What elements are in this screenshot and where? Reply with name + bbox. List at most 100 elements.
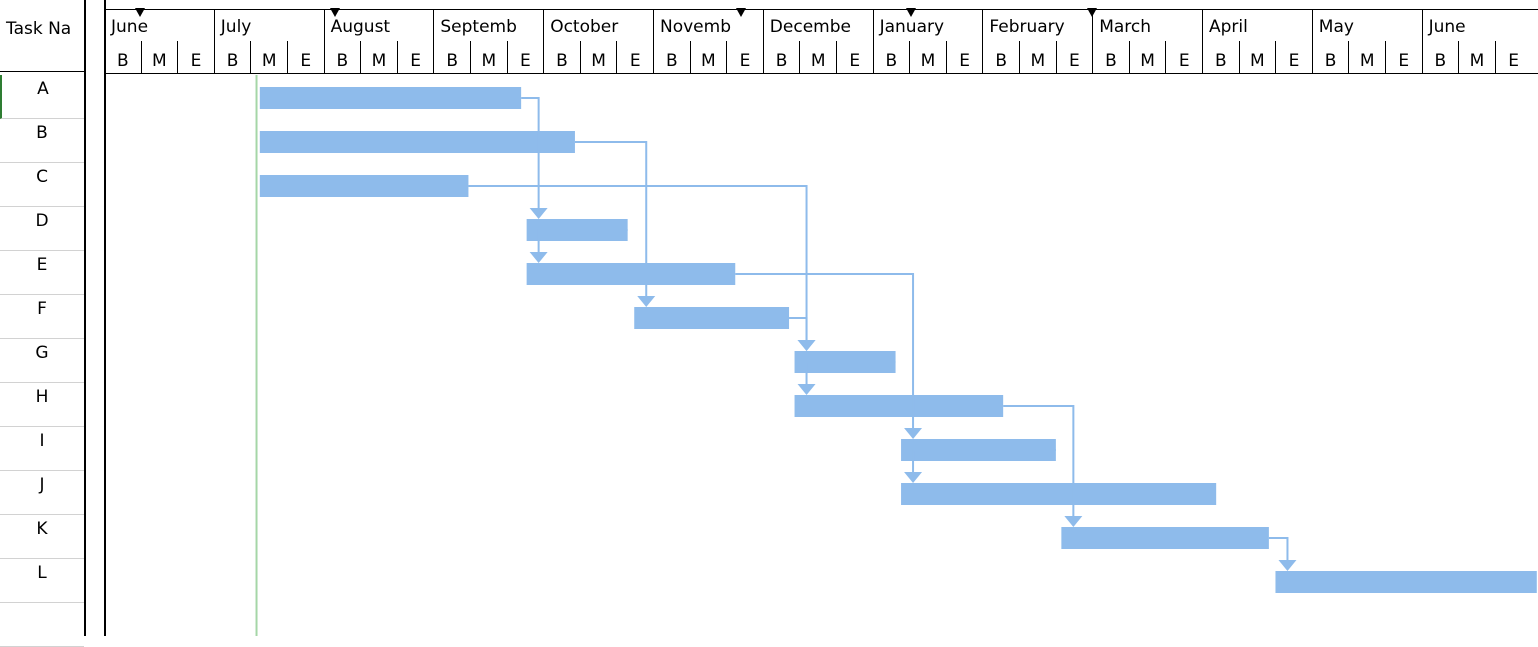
dependency-link <box>468 185 808 342</box>
timescale-sub-label[interactable]: M <box>909 41 946 73</box>
dependency-arrow-icon <box>529 208 548 219</box>
timescale-sub-label[interactable]: B <box>653 41 690 73</box>
task-name-cell[interactable]: I <box>0 427 84 471</box>
timescale-sub-label[interactable]: E <box>836 41 873 73</box>
task-name-cell[interactable]: F <box>0 295 84 339</box>
dependency-link <box>521 97 540 210</box>
timescale-sub-label[interactable]: B <box>213 41 251 73</box>
timescale-sub-label[interactable]: E <box>287 41 324 73</box>
timescale-sub-label[interactable]: M <box>470 41 507 73</box>
task-bar-c[interactable] <box>259 175 469 197</box>
dependency-link <box>1268 537 1289 562</box>
task-name-cell[interactable]: C <box>0 163 84 207</box>
dependency-link <box>735 273 915 430</box>
dependency-arrow-icon <box>797 340 816 351</box>
task-bar-b[interactable] <box>259 131 575 153</box>
timescale-sub-label[interactable]: B <box>1421 41 1459 73</box>
timescale-month-label[interactable]: June <box>1421 10 1532 42</box>
dependency-arrow-icon <box>797 384 816 395</box>
scroll-marker-icon <box>1087 8 1098 17</box>
timescale-sub-label[interactable]: E <box>945 41 983 73</box>
task-name-column-header[interactable]: Task Na <box>0 9 84 72</box>
timescale-sub-label[interactable]: E <box>1165 41 1202 73</box>
timescale-sub-label[interactable]: M <box>1019 41 1056 73</box>
gantt-chart-panel <box>104 0 1538 636</box>
task-bar-h[interactable] <box>794 395 1004 417</box>
task-name-cell[interactable]: J <box>0 471 84 515</box>
scroll-marker-icon <box>329 8 340 17</box>
timescale-sub-label[interactable]: E <box>616 41 653 73</box>
timescale-month-label[interactable]: October <box>543 10 653 42</box>
timescale-sub-label[interactable]: M <box>360 41 397 73</box>
timescale-month-label[interactable]: June <box>104 10 214 42</box>
task-bar-a[interactable] <box>259 87 522 109</box>
timescale-sub-label[interactable]: E <box>1055 41 1093 73</box>
timescale-sub-label[interactable]: M <box>1348 41 1385 73</box>
task-name-cell[interactable]: B <box>0 119 84 163</box>
task-name-cell[interactable]: E <box>0 251 84 295</box>
timescale-sub-label[interactable]: B <box>1202 41 1239 73</box>
timescale-sub-label[interactable]: M <box>1128 41 1166 73</box>
timescale-sub-label[interactable]: B <box>323 41 361 73</box>
timescale-sub-label[interactable]: M <box>689 41 727 73</box>
task-name-cell[interactable]: L <box>0 559 84 603</box>
timescale-month-label[interactable]: January <box>872 10 983 42</box>
timescale-month-label[interactable]: February <box>982 10 1092 42</box>
dependency-link <box>789 317 808 342</box>
scroll-marker-icon <box>906 8 917 17</box>
dependency-link <box>574 141 648 298</box>
timescale-month-label[interactable]: March <box>1092 10 1202 42</box>
task-name-cell[interactable]: D <box>0 207 84 251</box>
scroll-marker-icon <box>135 8 146 17</box>
timescale-sub-label[interactable]: M <box>579 41 617 73</box>
task-name-cell[interactable]: A <box>0 75 84 119</box>
timescale-month-label[interactable]: Septemb <box>433 10 543 42</box>
task-bar-f[interactable] <box>634 307 790 329</box>
timescale-sub-label[interactable]: E <box>506 41 544 73</box>
timescale-sub-label[interactable]: M <box>1238 41 1276 73</box>
dependency-arrow-icon <box>904 472 923 483</box>
dependency-link <box>1003 405 1075 518</box>
scroll-marker-icon <box>735 8 746 17</box>
timescale-sub-label[interactable]: B <box>104 41 141 73</box>
dependency-arrow-icon <box>529 252 548 263</box>
timescale-month-label[interactable]: April <box>1202 10 1312 42</box>
timescale-sub-label[interactable]: B <box>872 41 910 73</box>
dependency-link <box>805 361 896 386</box>
task-name-cell[interactable]: G <box>0 339 84 383</box>
timescale-sub-label[interactable]: M <box>1458 41 1495 73</box>
timescale-sub-label[interactable]: B <box>433 41 470 73</box>
timescale-sub-label[interactable]: E <box>396 41 434 73</box>
timescale-month-label[interactable]: May <box>1311 10 1422 42</box>
timescale-month-label[interactable]: Decembe <box>762 10 873 42</box>
timescale-sub-label[interactable]: E <box>1275 41 1312 73</box>
task-bar-e[interactable] <box>526 263 736 285</box>
task-bar-l[interactable] <box>1275 571 1537 593</box>
timescale-month-label[interactable]: August <box>323 10 434 42</box>
timescale-sub-label[interactable]: E <box>177 41 214 73</box>
timescale-sub-label[interactable]: B <box>1092 41 1129 73</box>
task-name-cell[interactable]: H <box>0 383 84 427</box>
dependency-link <box>912 449 1056 474</box>
timescale-sub-label[interactable]: B <box>982 41 1019 73</box>
timescale-sub-label[interactable]: E <box>1385 41 1422 73</box>
task-name-cell[interactable]: K <box>0 515 84 559</box>
timescale-month-label[interactable]: Novemb <box>653 10 763 42</box>
dependency-arrow-icon <box>1278 560 1297 571</box>
timescale-sub-label[interactable]: E <box>1494 41 1532 73</box>
timescale-sub-label[interactable]: M <box>799 41 836 73</box>
timescale-sub-label[interactable]: M <box>250 41 287 73</box>
timescale-sub-label[interactable]: B <box>543 41 580 73</box>
task-bar-k[interactable] <box>1061 527 1269 549</box>
dependency-link <box>537 229 628 254</box>
dependency-arrow-icon <box>1064 516 1083 527</box>
task-bar-j[interactable] <box>901 483 1217 505</box>
timescale-month-label[interactable]: July <box>213 10 324 42</box>
timescale-sub-label[interactable]: B <box>1311 41 1349 73</box>
timescale-sub-label[interactable]: B <box>762 41 800 73</box>
timescale-sub-label[interactable]: M <box>140 41 178 73</box>
timescale-sub-label[interactable]: E <box>726 41 763 73</box>
